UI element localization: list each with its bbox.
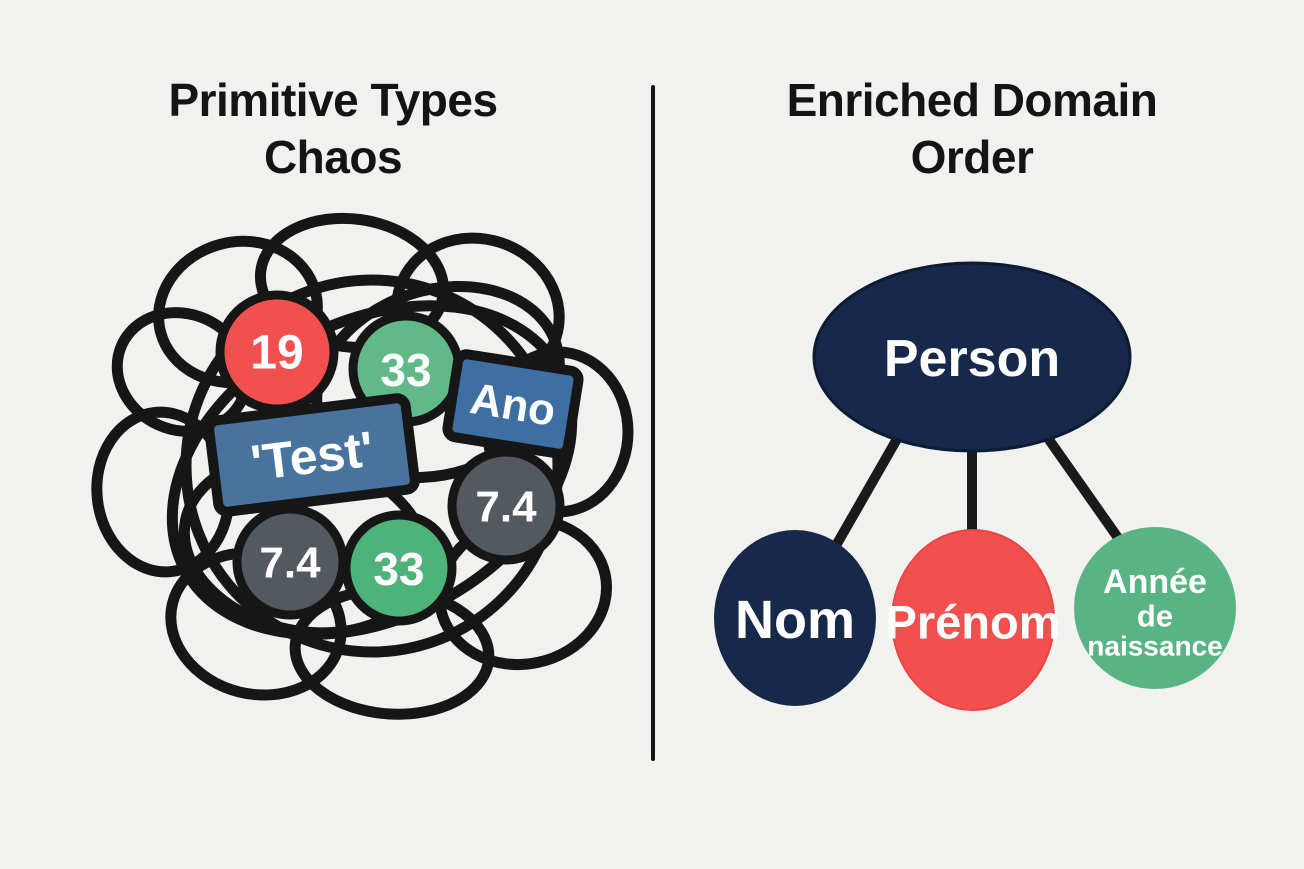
chaos-node-float-74-left: 7.4	[232, 504, 348, 620]
domain-node-annee: Année de naissance	[1074, 527, 1236, 689]
chaos-node-float-74-right-label: 7.4	[475, 483, 537, 532]
domain-node-prenom: Prénom	[886, 529, 1061, 711]
domain-node-nom-label: Nom	[735, 590, 855, 650]
chaos-node-float-74-right: 7.4	[447, 447, 565, 565]
domain-node-annee-line1: Année	[1103, 563, 1207, 601]
chaos-node-float-74-left-label: 7.4	[259, 539, 321, 588]
chaos-node-int-33-top-label: 33	[380, 344, 431, 396]
chaos-node-int-19: 19	[215, 290, 339, 414]
chaos-node-string-ano: Ano	[442, 349, 584, 459]
right-panel-title: Enriched Domain Order	[702, 72, 1242, 186]
panel-divider-line	[651, 85, 655, 761]
left-title-line2: Chaos	[263, 131, 403, 183]
right-title-line1: Enriched Domain	[786, 74, 1158, 126]
domain-node-nom: Nom	[714, 530, 876, 706]
domain-node-annee-line2: de	[1137, 599, 1173, 634]
chaos-node-int-19-label: 19	[250, 327, 303, 380]
chaos-node-int-33-bottom: 33	[341, 510, 457, 626]
edge-person-annee	[1033, 419, 1133, 557]
left-panel-title: Primitive Types Chaos	[60, 72, 606, 186]
left-title-line1: Primitive Types	[168, 74, 498, 126]
domain-node-prenom-label: Prénom	[886, 596, 1061, 649]
chaos-node-string-test: 'Test'	[204, 393, 420, 517]
domain-node-annee-line3: naissance	[1087, 631, 1222, 662]
chaos-node-int-33-bottom-label: 33	[373, 543, 424, 595]
domain-node-person: Person	[812, 261, 1132, 453]
right-title-line2: Order	[910, 131, 1034, 183]
domain-node-person-label: Person	[884, 330, 1060, 388]
edge-person-nom	[825, 420, 910, 561]
